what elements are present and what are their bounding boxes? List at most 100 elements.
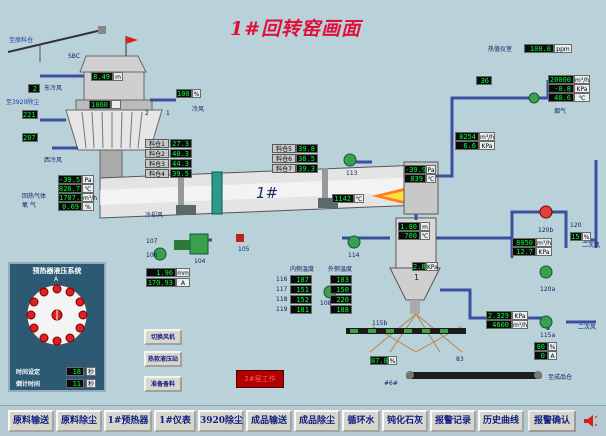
top-temp-unit (111, 100, 121, 109)
bin-label-4: 料仓4 (145, 169, 169, 178)
sec-readout-1: 8050 (512, 238, 536, 247)
switch-fan-button[interactable]: 切换风机 (144, 329, 182, 345)
bin-value-4: 39.5 (170, 169, 192, 178)
countdown-row: 倒计时间 11 秒 (16, 379, 100, 389)
bin-label-7: 料仓7 (272, 164, 296, 173)
inner-temp-4: 181 (290, 305, 312, 314)
cooler-unit-1: m (420, 222, 430, 231)
cooler-id: 1 (414, 273, 420, 282)
heat-value: 100.0 (524, 44, 554, 53)
countdown-unit: 秒 (86, 379, 96, 388)
nav-passivated-lime[interactable]: 钝化石灰 (382, 410, 428, 432)
time-set-row: 时间设定 18 秒 (16, 367, 100, 377)
flow2-unit: KPa (479, 141, 495, 150)
inner-temp-2: 151 (290, 285, 312, 294)
br-readout-1: 80 (534, 342, 548, 351)
right-p1: 20000 (548, 75, 574, 84)
id-106: 106 (146, 252, 158, 259)
motor-unit-1: mm (176, 268, 190, 277)
left-unit-2: ℃ (82, 184, 94, 193)
motor-readout-2: 170.93 (146, 278, 176, 287)
id-115b: 115b (372, 320, 388, 327)
valve2-label: 2 (145, 110, 149, 117)
burner-readout-1: -39.9 (404, 165, 427, 174)
fan-right-readout: 100 (176, 89, 192, 98)
id-120a: 120a (540, 286, 556, 293)
id-6: #6# (384, 380, 398, 387)
kr-value-2: 38.5 (296, 154, 318, 163)
countdown-label: 倒计时间 (16, 381, 41, 388)
fan-bottom-readout-2: 4600 (486, 320, 512, 329)
valve1-label: 1 (166, 110, 170, 117)
sec-unit-2: KPa (536, 247, 552, 256)
nav-alarm-log[interactable]: 报警记录 (430, 410, 476, 432)
west-readout: 207 (22, 133, 38, 142)
sec-top-unit: % (582, 232, 591, 241)
dust-3920-label: 至3920除尘 (6, 99, 40, 106)
nav-product-dust[interactable]: 成品除尘 (294, 410, 340, 432)
bottom-nav: 原料输送 原料除尘 1#预热器 1#仪表 3920除尘 成品输送 成品除尘 循环… (0, 405, 606, 436)
limestone-label: 至成品仓 (548, 374, 573, 381)
nav-product-transport[interactable]: 成品输送 (246, 410, 292, 432)
nav-preheater[interactable]: 1#预热器 (104, 410, 152, 432)
bin-label-2: 料仓2 (145, 149, 169, 158)
east-readout: 2 (28, 84, 40, 93)
bottom-readout: 87.8 (370, 356, 388, 365)
time-set-value[interactable]: 18 (66, 367, 84, 376)
flow1-readout: 8254 (455, 132, 479, 141)
br-readout-2: 0 (534, 351, 548, 360)
bin-value-2: 40.3 (170, 149, 192, 158)
outer-temp-4: 188 (330, 305, 352, 314)
outer-temp-2: 150 (330, 285, 352, 294)
fan-bottom-unit-2: m³/h (512, 320, 528, 329)
cooler-readout-3: 2.8 (412, 262, 426, 271)
speaker-icon[interactable] (582, 413, 598, 429)
id-120b: 120b (538, 227, 554, 234)
bin-label-3: 料仓3 (145, 159, 169, 168)
gas-label: 回热气体 (22, 193, 47, 200)
east-cool-label: 东冷风 (44, 85, 63, 92)
hydraulic-station-button[interactable]: 热软液压站 (144, 351, 182, 367)
sec-readout-2: 12.7 (512, 247, 536, 256)
kiln-status-box: 2#窑工作 (236, 370, 284, 388)
top-temp-readout: 1060 (89, 100, 111, 109)
countdown-value: 11 (66, 379, 84, 388)
cooler-unit-3: KPa (426, 262, 438, 271)
page-title: 1#回转窑画面 (230, 18, 362, 40)
time-set-unit: 秒 (86, 367, 96, 376)
row-116: 116 (276, 276, 288, 283)
left-readout-4: 0.69 (58, 202, 82, 211)
nav-raw-transport[interactable]: 原料输送 (8, 410, 54, 432)
level-unit: m (113, 72, 123, 81)
bin-label-5: 料仓5 (272, 144, 296, 153)
id-120: 120 (570, 222, 582, 229)
sec-unit-1: m³/h (536, 238, 552, 247)
bottom-unit: % (388, 356, 397, 365)
burner-unit-1: Pa (426, 165, 436, 174)
prepare-material-button[interactable]: 准备备料 (144, 376, 182, 392)
nav-history-curve[interactable]: 历史曲线 (478, 410, 524, 432)
right-u1: m³/h (574, 75, 590, 84)
alarm-confirm-button[interactable]: 报警确认 (528, 410, 576, 432)
br-unit-2: A (548, 351, 557, 360)
nav-instruments[interactable]: 1#仪表 (154, 410, 196, 432)
nav-raw-dust[interactable]: 原料除尘 (56, 410, 102, 432)
br-unit-1: % (548, 342, 557, 351)
inner-temp-1: 187 (290, 275, 312, 284)
left-readout-1: -39.5 (58, 175, 82, 184)
bin-label-6: 料仓6 (272, 154, 296, 163)
nav-circulating-water[interactable]: 循环水 (342, 410, 380, 432)
outer-temp-3: 220 (330, 295, 352, 304)
nav-3920-dust[interactable]: 3920除尘 (198, 410, 244, 432)
left-unit-4: % (82, 202, 94, 211)
left-unit-1: Pa (82, 175, 94, 184)
fan-right-unit: % (192, 89, 201, 98)
outer-temp-label: 外侧温度 (328, 266, 353, 273)
kr-value-3: 39.3 (296, 164, 318, 173)
raw-feed-label: 至原料仓 (9, 37, 34, 44)
left-readout-3: 1707.5 (58, 193, 85, 202)
row-118: 118 (276, 296, 288, 303)
fan-cool-label: 冷风 (192, 106, 205, 113)
panel-title: 预热器液压系统 (32, 267, 82, 275)
